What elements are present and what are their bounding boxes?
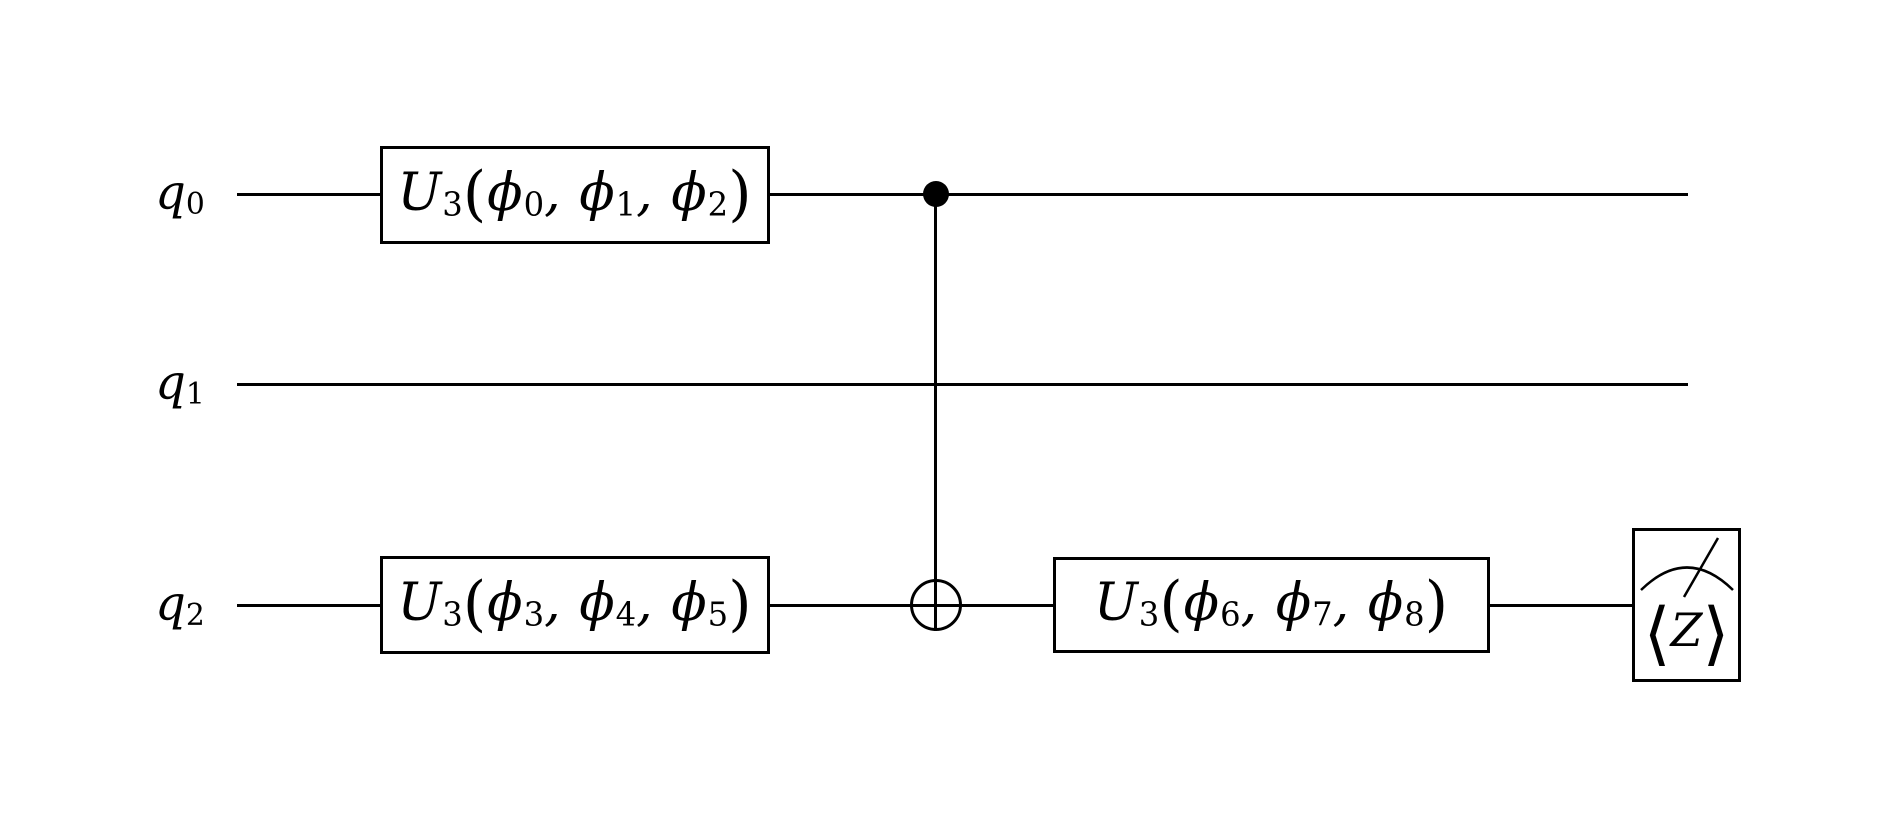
qubit-label-q1: q1 <box>155 354 205 412</box>
cnot-connector-line <box>934 194 937 631</box>
wire-q0 <box>237 193 1688 196</box>
wire-q1 <box>237 383 1688 386</box>
expectation-z-label: ⟨Z⟩ <box>1643 594 1730 674</box>
u3-gate-q2-first-label: U3(ϕ3, ϕ4, ϕ5) <box>397 569 753 640</box>
u3-gate-q2-second-label: U3(ϕ6, ϕ7, ϕ8) <box>1093 569 1450 640</box>
qubit-label-q0: q0 <box>155 164 205 222</box>
u3-gate-q2-first-box: U3(ϕ3, ϕ4, ϕ5) <box>380 556 770 654</box>
measurement-box: ⟨Z⟩ <box>1632 528 1741 682</box>
u3-gate-q0-label: U3(ϕ0, ϕ1, ϕ2) <box>397 159 753 230</box>
gauge-needle <box>1682 537 1720 598</box>
gauge-arc <box>1640 566 1734 591</box>
cnot-target-icon <box>910 579 962 631</box>
u3-gate-q0-box: U3(ϕ0, ϕ1, ϕ2) <box>380 146 770 244</box>
measurement-gauge-icon <box>1640 537 1734 598</box>
cnot-control-dot <box>923 181 949 207</box>
qubit-label-q2: q2 <box>155 575 205 633</box>
u3-gate-q2-second-box: U3(ϕ6, ϕ7, ϕ8) <box>1053 557 1490 653</box>
